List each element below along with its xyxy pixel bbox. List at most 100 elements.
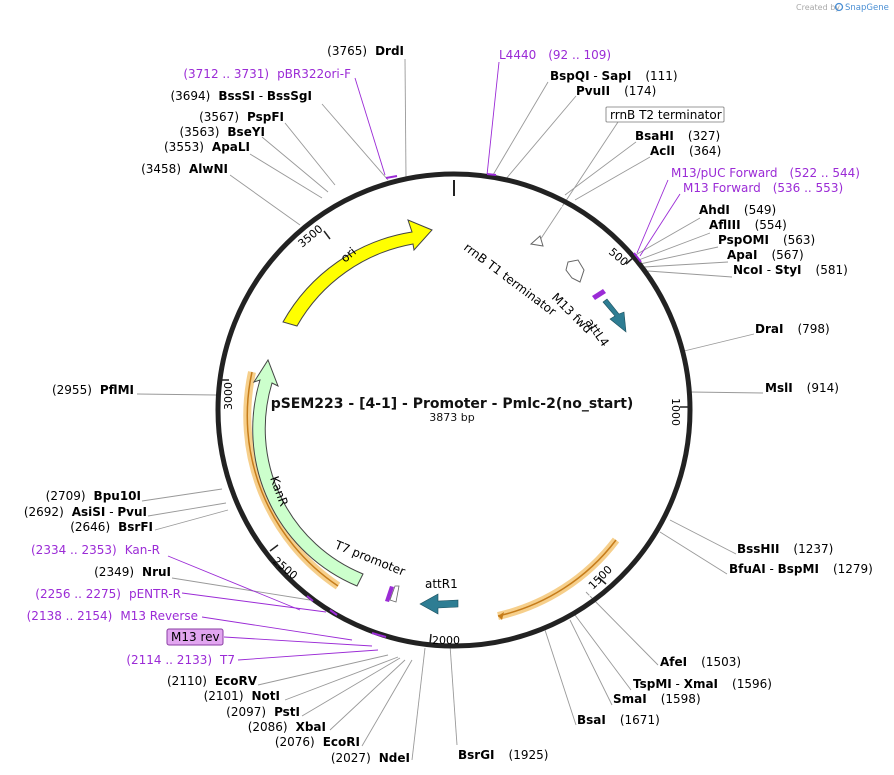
svg-text:PspOMI(563): PspOMI(563) (718, 233, 815, 247)
site-pvuii: PvuII (576, 84, 610, 98)
site-psppomi: PspOMI (718, 233, 769, 247)
primer-lines (167, 61, 681, 661)
site-afei: AfeI (660, 655, 687, 669)
svg-text:AfeI(1503): AfeI(1503) (660, 655, 741, 669)
svg-text:BsaI(1671): BsaI(1671) (577, 713, 660, 727)
site-pspfi: PspFI (247, 110, 284, 124)
primer-m13-reverse: M13 Reverse (120, 609, 198, 623)
site-ncoi: NcoI (733, 263, 763, 277)
svg-text:(2334 .. 2353)Kan-R: (2334 .. 2353)Kan-R (31, 543, 160, 557)
plasmid-name: pSEM223 - [4-1] - Promoter - Pmlc-2(no_s… (271, 396, 634, 412)
site-asisi: AsiSI (72, 505, 106, 519)
primer-l4440: L4440 (499, 48, 536, 62)
svg-text:(3712 .. 3731)pBR322ori-F: (3712 .. 3731)pBR322ori-F (183, 67, 351, 81)
primer-marks (306, 173, 642, 638)
site-bsrfi: BsrFI (118, 520, 153, 534)
site-apali: ApaLI (212, 140, 250, 154)
svg-text:BsrGI(1925): BsrGI(1925) (458, 748, 548, 762)
attl4-feature[interactable] (602, 298, 627, 333)
plasmid-size: 3873 bp (429, 411, 474, 424)
site-ecori: EcoRI (323, 735, 360, 749)
tick-marks (219, 230, 690, 645)
svg-text:(2086)XbaI: (2086)XbaI (248, 720, 326, 734)
svg-text:NcoI - StyI(581): NcoI - StyI(581) (733, 263, 848, 277)
credit-brand: SnapGene (845, 3, 889, 13)
m13-fwd-label: M13 fwd (549, 290, 595, 336)
attr1-label: attR1 (425, 577, 458, 591)
site-bsai: BsaI (577, 713, 606, 727)
svg-text:(3458)AlwNI: (3458)AlwNI (141, 162, 228, 176)
kanr-feature[interactable] (252, 358, 364, 587)
rrnb-t2-box (605, 106, 725, 123)
svg-text:(3694)BssSI - BssSgI: (3694)BssSI - BssSgI (170, 89, 312, 103)
svg-text:(2114 .. 2133)T7: (2114 .. 2133)T7 (126, 653, 235, 667)
primer-pbr322ori-f: pBR322ori-F (277, 67, 351, 81)
m13-rev-box[interactable] (166, 628, 224, 646)
svg-text:(2027)NdeI: (2027)NdeI (331, 751, 410, 765)
m13-fwd-feature[interactable] (592, 289, 606, 300)
tick-1000: 1000 (669, 398, 682, 426)
site-noti: NotI (252, 689, 281, 703)
svg-text:(3563)BseYI: (3563)BseYI (180, 125, 266, 139)
snapgene-logo-icon (834, 2, 844, 12)
primer-labels: L4440(92 .. 109) M13/pUC Forward(522 .. … (27, 48, 860, 667)
site-bsrgi: BsrGI (458, 748, 495, 762)
site-drdi: DrdI (375, 44, 404, 58)
orf-line-right (497, 539, 617, 617)
svg-text:(2709)Bpu10I: (2709)Bpu10I (46, 489, 141, 503)
svg-text:M13/pUC Forward(522 .. 544): M13/pUC Forward(522 .. 544) (671, 166, 860, 180)
svg-text:(2692)AsiSI - PvuI: (2692)AsiSI - PvuI (24, 505, 147, 519)
site-bspqi: BspQI (550, 69, 590, 83)
site-ahdi: AhdI (699, 203, 730, 217)
t7-feature[interactable] (385, 586, 394, 602)
svg-text:BspQI - SapI(111): BspQI - SapI(111) (550, 69, 678, 83)
svg-text:(3765)DrdI: (3765)DrdI (327, 44, 404, 58)
leader-lines (136, 58, 764, 761)
svg-text:(2101)NotI: (2101)NotI (204, 689, 280, 703)
site-acli: AclI (650, 144, 675, 158)
site-pflmi: PflMI (100, 383, 134, 397)
primer-t7: T7 (219, 653, 235, 667)
svg-text:BfuAI - BspMI(1279): BfuAI - BspMI(1279) (729, 562, 873, 576)
site-bseyi: BseYI (227, 125, 265, 139)
site-ndei: NdeI (379, 751, 410, 765)
t7-promoter-feature[interactable] (389, 585, 400, 603)
svg-text:AhdI(549): AhdI(549) (699, 203, 776, 217)
site-bsssi: BssSI (218, 89, 255, 103)
svg-text:(2097)PstI: (2097)PstI (226, 705, 300, 719)
site-xbai: XbaI (296, 720, 326, 734)
svg-text:(2955)PflMI: (2955)PflMI (52, 383, 134, 397)
site-apai: ApaI (727, 248, 757, 262)
svg-text:ApaI(567): ApaI(567) (727, 248, 804, 262)
snapgene-credit: Created by SnapGene (796, 2, 889, 13)
rrnb-t2-feature[interactable] (529, 235, 544, 247)
svg-text:(2138 .. 2154)M13 Reverse: (2138 .. 2154)M13 Reverse (27, 609, 198, 623)
ori-feature[interactable] (282, 219, 433, 327)
site-ecorv: EcoRV (215, 674, 258, 688)
svg-text:BssHII(1237): BssHII(1237) (737, 542, 833, 556)
primer-kan-r: Kan-R (125, 543, 160, 557)
svg-text:PvuII(174): PvuII(174) (576, 84, 656, 98)
svg-text:AflIII(554): AflIII(554) (709, 218, 787, 232)
site-psti: PstI (274, 705, 300, 719)
attr1-feature[interactable] (419, 593, 459, 615)
svg-text:TspMI - XmaI(1596): TspMI - XmaI(1596) (633, 677, 772, 691)
tick-3000: 3000 (222, 382, 235, 410)
tick-3500: 3500 (296, 222, 326, 250)
site-bsshii: BssHII (737, 542, 779, 556)
rrnb-t1-feature[interactable] (565, 259, 585, 283)
site-afliii: AflIII (709, 218, 741, 232)
svg-text:BsaHI(327): BsaHI(327) (635, 129, 720, 143)
credit-text: Created by (796, 3, 840, 12)
rrnb-t1-label: rrnB T1 terminator (461, 240, 559, 318)
site-bfuai: BfuAI (729, 562, 766, 576)
site-alwni: AlwNI (189, 162, 228, 176)
site-bsahi: BsaHI (635, 129, 674, 143)
site-smai: SmaI (613, 692, 647, 706)
left-site-labels: (3765)DrdI (3694)BssSI - BssSgI (3567)Ps… (24, 44, 410, 765)
svg-text:(2110)EcoRV: (2110)EcoRV (167, 674, 258, 688)
primer-m13-forward: M13 Forward (683, 181, 761, 195)
tick-2000: 2000 (432, 634, 460, 647)
svg-text:AclI(364): AclI(364) (650, 144, 721, 158)
